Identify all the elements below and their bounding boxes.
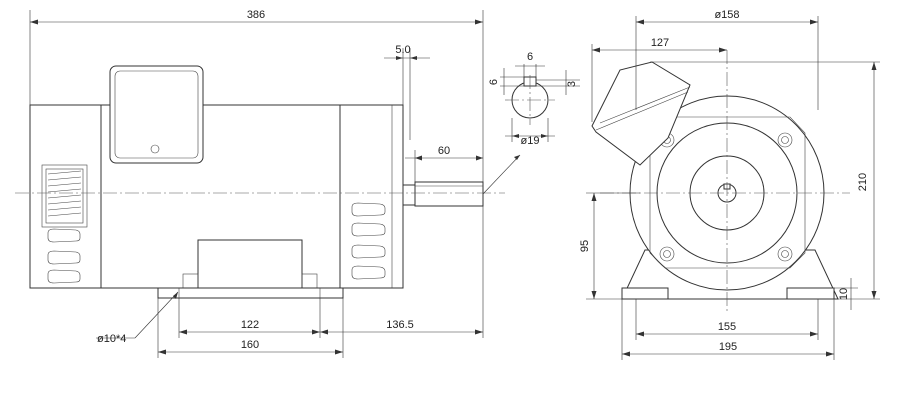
- dim-key-depth: 3: [566, 81, 578, 87]
- dim-foot-hole-note: ø10*4: [97, 333, 126, 345]
- dim-shaft-length: 60: [438, 145, 450, 157]
- end-base: [621, 249, 839, 300]
- vent-slots-right: [351, 202, 386, 280]
- dim-terminal-box-offset: 127: [651, 37, 669, 49]
- shaft-collar: [402, 184, 416, 206]
- foot-boss-left: [182, 273, 199, 289]
- dim-shaft-to-foot: 136.5: [386, 319, 414, 331]
- dim-key-width: 6: [527, 51, 533, 63]
- terminal-box: [109, 65, 204, 164]
- side-dimensions: 386 5.0 60 122 136.5 160: [29, 9, 484, 358]
- dim-key-height: 6: [488, 79, 500, 85]
- dim-foot-thickness: 10: [838, 288, 850, 300]
- dim-key-offset: 5.0: [395, 44, 410, 56]
- dim-base-length: 160: [241, 339, 259, 351]
- dim-base-width: 195: [719, 341, 737, 353]
- shaft-section: 6 6 3 ø19: [482, 51, 580, 195]
- dim-overall-height: 210: [857, 173, 869, 191]
- base-riser: [197, 239, 303, 288]
- dim-foot-hole-spacing: 122: [241, 319, 259, 331]
- motor-body: [29, 104, 404, 289]
- dim-flange-diameter: ø158: [714, 9, 739, 21]
- end-terminal-box: [591, 61, 691, 166]
- terminal-box-screw: [150, 144, 160, 154]
- terminal-box-cover: [114, 70, 199, 159]
- foot-boss-right: [301, 273, 318, 289]
- shaft: [414, 181, 484, 207]
- dim-foot-hole-spacing-end: 155: [718, 321, 736, 333]
- dim-shaft-diameter: ø19: [521, 135, 540, 147]
- end-dimensions: ø158 127 210 95 10 155: [579, 9, 880, 360]
- end-view: [591, 50, 850, 312]
- side-view: [15, 65, 505, 299]
- end-foot-right: [786, 287, 835, 300]
- end-foot-left: [621, 287, 669, 300]
- base-plate: [157, 287, 344, 299]
- end-flange-square: [649, 116, 806, 269]
- vent-slots-left: [47, 228, 81, 284]
- dim-overall-length: 386: [247, 9, 265, 21]
- vent-grille: [41, 164, 88, 228]
- dim-center-height: 95: [579, 240, 591, 252]
